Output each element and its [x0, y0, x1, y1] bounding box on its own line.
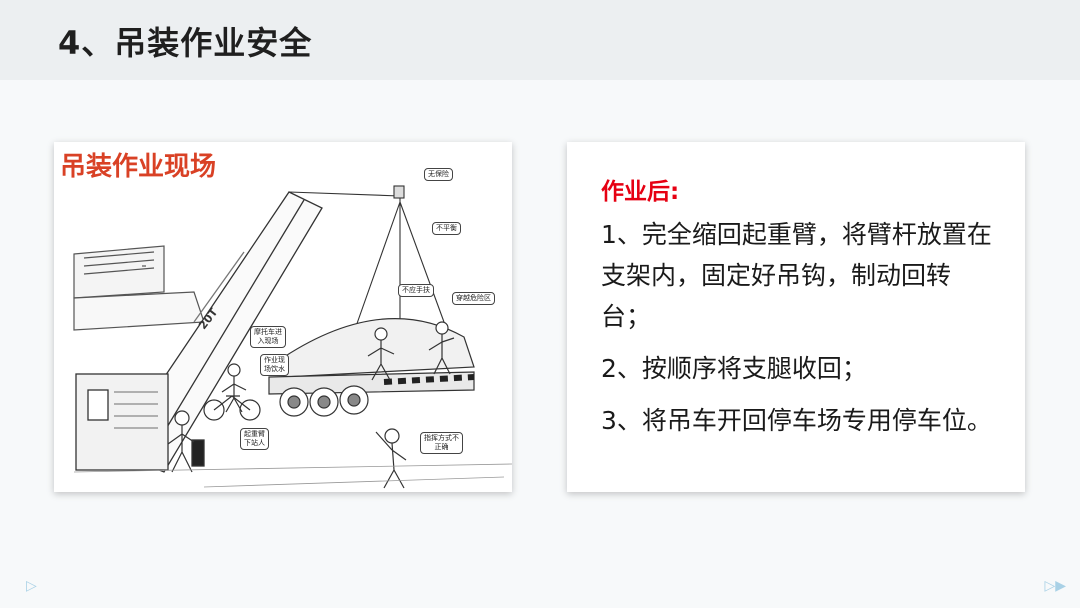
- callout-label-6: 作业现 场饮水: [260, 354, 289, 376]
- slide-title: 4、吊装作业安全: [58, 24, 313, 62]
- title-bar: 4、吊装作业安全: [0, 0, 1080, 80]
- post-operation-card: 作业后: 1、完全缩回起重臂，将臂杆放置在支架内，固定好吊钩，制动回转台； 2、…: [567, 142, 1025, 492]
- figure-caption: 吊装作业现场: [60, 152, 217, 182]
- prev-slide-icon[interactable]: ▷: [26, 578, 37, 594]
- callout-label-7: 起重臂 下站人: [240, 428, 269, 450]
- list-item-2: 2、按顺序将支腿收回；: [601, 354, 867, 383]
- callout-label-3: 不应手扶: [398, 284, 434, 297]
- list-item-1: 1、完全缩回起重臂，将臂杆放置在支架内，固定好吊钩，制动回转台；: [601, 220, 992, 331]
- callout-label-5: 摩托车进 入现场: [250, 326, 286, 348]
- callout-label-2: 不平衡: [432, 222, 461, 235]
- section-heading: 作业后:: [601, 179, 680, 205]
- callout-label-8: 指挥方式不 正确: [420, 432, 463, 454]
- next-slide-icon[interactable]: ▷▶: [1044, 578, 1066, 594]
- callout-label-1: 无保险: [424, 168, 453, 181]
- callout-label-4: 穿越危险区: [452, 292, 495, 305]
- crane-scene-illustration: 20T: [73, 185, 512, 489]
- list-item-3: 3、将吊车开回停车场专用停车位。: [601, 406, 992, 435]
- illustration-card: 20T: [54, 142, 512, 492]
